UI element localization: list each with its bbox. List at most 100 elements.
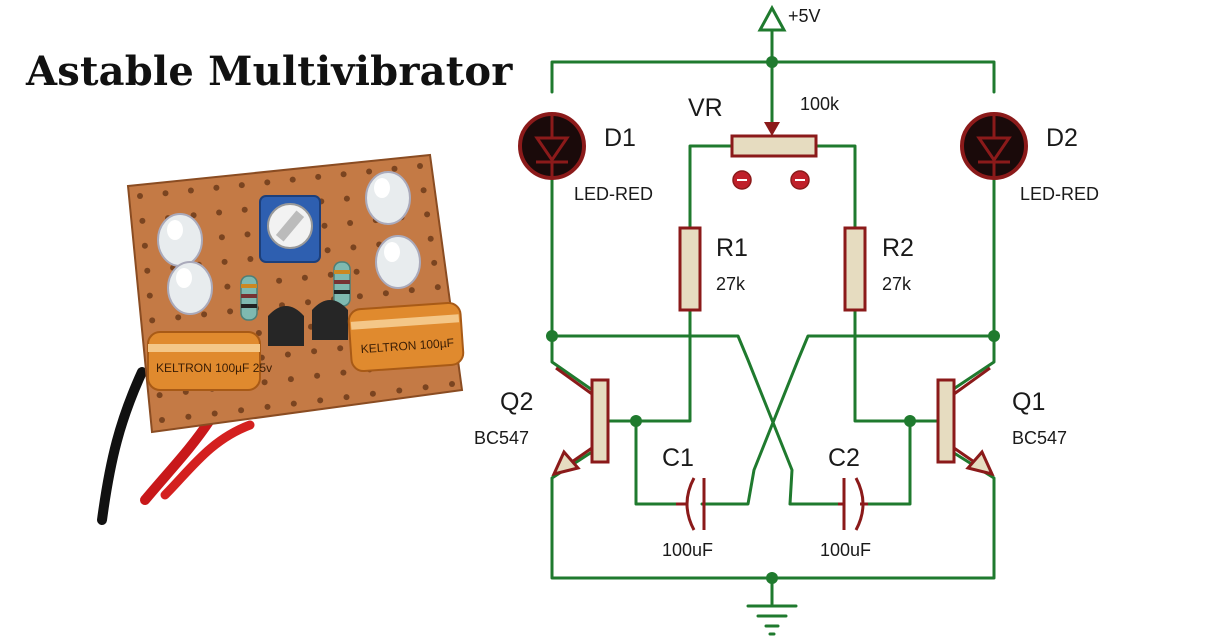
wires (550, 32, 996, 606)
perfboard-hole (321, 222, 328, 229)
led-photo-3 (365, 171, 411, 225)
trimmer-photo (259, 195, 321, 263)
d2-ref: D2 (1046, 124, 1078, 152)
transistor-q2 (551, 366, 610, 477)
capacitor-photo-left: KELTRON 100µF 25v (147, 331, 272, 391)
perfboard-hole (264, 403, 271, 410)
perfboard-hole (315, 173, 322, 180)
red-wire-2 (160, 420, 255, 500)
perfboard-hole (343, 394, 350, 401)
perfboard-hole (422, 384, 429, 391)
perfboard-hole (149, 317, 156, 324)
d2-value: LED-RED (1020, 184, 1099, 204)
black-wire (97, 367, 147, 525)
c2-value: 100uF (820, 540, 871, 560)
perfboard-hole (247, 256, 254, 262)
pot-terminal-left-icon (732, 170, 752, 190)
perfboard-hole (137, 193, 143, 199)
perfboard-hole (369, 390, 376, 397)
perfboard-hole (244, 231, 251, 238)
perfboard-hole (396, 387, 403, 394)
perfboard-hole (162, 190, 169, 197)
ground-symbol-icon (746, 604, 798, 636)
capacitor-right-label: KELTRON 100µF (360, 336, 454, 356)
transistor-photo-1 (268, 306, 304, 346)
capacitor-photo-right: KELTRON 100µF (347, 301, 465, 373)
q1-value: BC547 (1012, 428, 1067, 448)
resistor-r2 (843, 226, 867, 312)
perfboard-hole (327, 271, 334, 278)
junction-dot (988, 330, 1000, 342)
led-photo-2 (167, 261, 213, 315)
junction-dot (904, 415, 916, 427)
perfboard-hole (241, 206, 248, 213)
d1-value: LED-RED (574, 184, 653, 204)
resistor-photo-2 (333, 261, 351, 307)
perfboard-hole (417, 163, 423, 169)
c1-ref: C1 (662, 444, 694, 472)
perfboard-hole (213, 184, 220, 191)
perfboard-hole (284, 351, 291, 358)
perfboard-hole (434, 284, 441, 291)
resistor-photo-1 (240, 275, 258, 321)
perfboard-hole (382, 290, 389, 297)
perfboard-hole (216, 209, 223, 216)
perfboard-hole (343, 195, 350, 202)
d1-ref: D1 (604, 124, 636, 152)
perfboard-hole (431, 259, 438, 266)
perfboard-hole (175, 314, 182, 321)
led-d2 (960, 112, 1028, 180)
perfboard-hole (301, 274, 308, 281)
page-title: Astable Multivibrator (26, 48, 513, 95)
vr-ref: VR (688, 94, 723, 122)
q2-ref: Q2 (500, 388, 533, 416)
c2-ref: C2 (828, 444, 860, 472)
perfboard-hole (187, 187, 194, 194)
perfboard-hole (211, 410, 218, 417)
led-d1 (518, 112, 586, 180)
perfboard-hole (201, 311, 208, 318)
q2-value: BC547 (474, 428, 529, 448)
wire-r2-down (853, 308, 912, 423)
capacitor-c1 (676, 477, 706, 531)
perfboard-hole (264, 179, 271, 186)
perfboard-hole (337, 345, 344, 352)
perfboard-hole (218, 234, 225, 241)
junction-dot (630, 415, 642, 427)
perfboard-hole (221, 258, 228, 265)
perfboard-hole (289, 176, 296, 183)
perfboard-hole (159, 417, 165, 423)
perfboard-hole (391, 165, 398, 172)
perfboard-hole (449, 381, 455, 387)
perfboard-hole (317, 397, 324, 404)
perfboard-hole (347, 220, 354, 226)
perfboard-hole (156, 392, 163, 399)
perfboard-hole (238, 407, 245, 414)
perfboard-hole (276, 277, 283, 284)
perfboard-hole (353, 268, 360, 275)
perfboard-hole (324, 247, 331, 254)
perfboard-hole (290, 400, 297, 407)
perfboard-hole (238, 182, 245, 189)
r1-value: 27k (716, 274, 746, 294)
supply-label: +5V (788, 6, 821, 26)
wire-q2-emitter (550, 446, 996, 580)
perfboard-hole (287, 376, 294, 383)
led-photo-4 (375, 235, 421, 289)
perfboard-hole (224, 283, 231, 290)
junction-dot (766, 572, 778, 584)
wire-c2-right (866, 419, 912, 506)
wire-vr-left (688, 144, 734, 230)
junction-dot (766, 56, 778, 68)
vr-value: 100k (800, 94, 840, 114)
wire-q1-collector (944, 334, 996, 396)
r1-ref: R1 (716, 234, 748, 262)
perfboard-hole (340, 369, 347, 376)
perfboard-hole (311, 348, 318, 355)
red-wire (140, 415, 215, 505)
transistor-photo-2 (312, 300, 348, 340)
perfboard-hole (190, 212, 197, 219)
junction-dots (546, 56, 1000, 584)
